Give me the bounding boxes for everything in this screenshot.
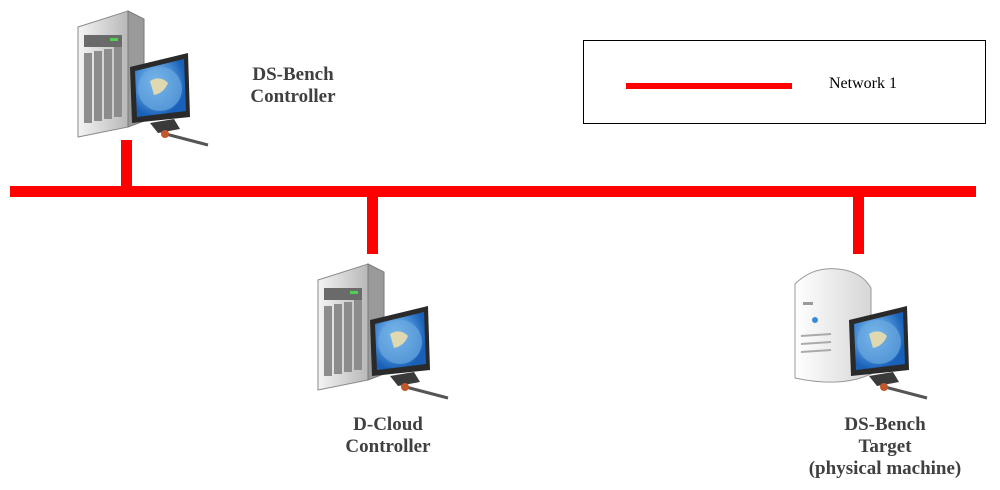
server-workstation-icon	[77, 10, 209, 147]
legend: Network 1	[583, 40, 986, 124]
bus-drop-dcloud-controller	[367, 192, 378, 254]
node-label-line: D-Cloud	[353, 414, 423, 435]
server-workstation-icon	[317, 263, 449, 400]
legend-network-label: Network 1	[829, 75, 897, 92]
node-label-dsbench-controller: DS-Bench Controller	[228, 64, 358, 108]
node-label-line: Controller	[345, 436, 431, 457]
bus-drop-dsbench-target	[853, 192, 864, 254]
network-1-bus	[10, 186, 976, 197]
node-label-line: Controller	[250, 86, 336, 107]
node-label-dsbench-target: DS-Bench Target (physical machine)	[780, 414, 990, 480]
node-label-line: DS-Bench	[844, 414, 926, 435]
node-label-dcloud-controller: D-Cloud Controller	[318, 414, 458, 458]
node-label-line: (physical machine)	[808, 458, 962, 479]
legend-network-line	[626, 83, 792, 89]
bus-drop-dsbench-controller	[121, 140, 132, 192]
node-label-line: Target	[858, 436, 912, 457]
server-workstation-white-icon	[794, 268, 928, 400]
node-label-line: DS-Bench	[252, 64, 334, 85]
